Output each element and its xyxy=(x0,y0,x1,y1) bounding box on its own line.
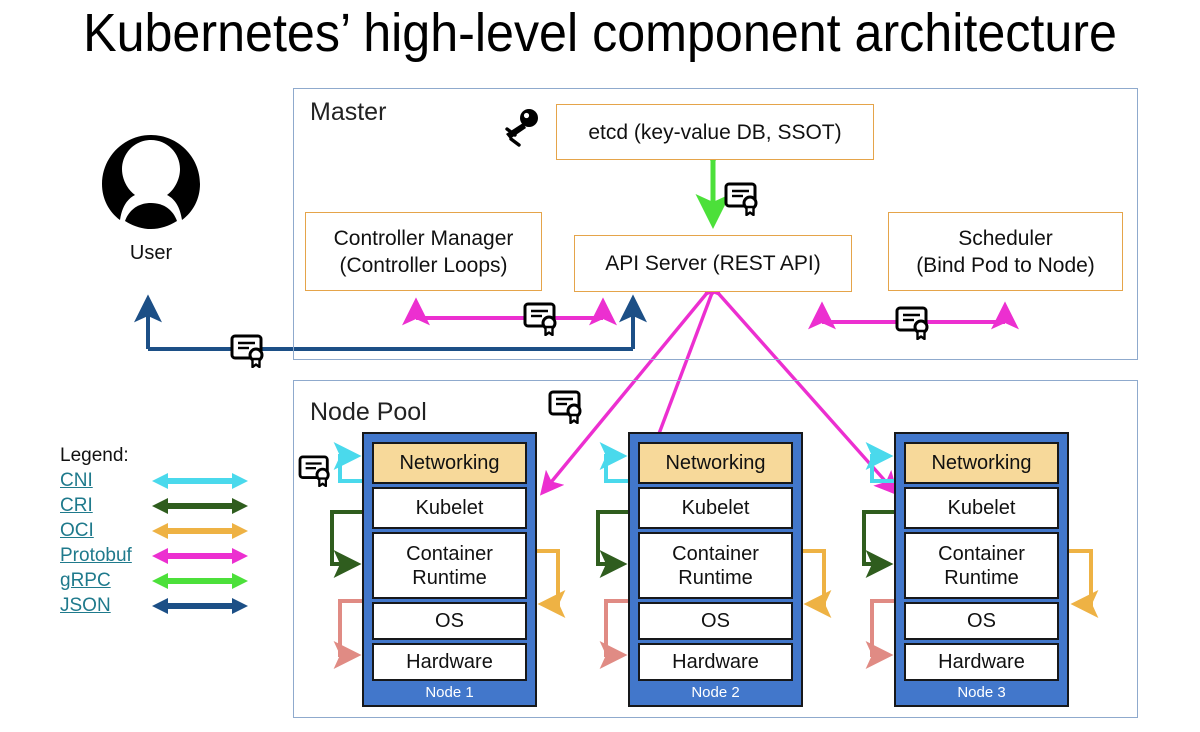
legend-label-protobuf[interactable]: Protobuf xyxy=(60,544,132,566)
api-server-label: API Server (REST API) xyxy=(605,252,821,275)
master-container xyxy=(293,88,1138,360)
legend-item-cni[interactable]: CNI xyxy=(60,468,260,493)
node-2-layer-networking[interactable]: Networking xyxy=(638,442,793,484)
legend-arrow-oci xyxy=(152,522,248,539)
certificate-icon-etcd-api xyxy=(724,182,762,221)
node-2-networking-label: Networking xyxy=(665,452,766,474)
node-3[interactable]: Networking Kubelet Container Runtime OS … xyxy=(894,432,1069,707)
legend-title: Legend: xyxy=(60,445,129,466)
certificate-icon-user-api xyxy=(230,334,268,373)
certificate-icon-node1-cni xyxy=(298,455,334,492)
node-3-networking-label: Networking xyxy=(931,452,1032,474)
node-1-networking-label: Networking xyxy=(399,452,500,474)
node-2-container-runtime-label: Container Runtime xyxy=(672,542,759,589)
node-3-os-label: OS xyxy=(967,610,996,632)
node-2-layer-kubelet[interactable]: Kubelet xyxy=(638,487,793,529)
legend-label-cni[interactable]: CNI xyxy=(60,469,93,491)
scheduler-box[interactable]: Scheduler (Bind Pod to Node) xyxy=(888,212,1123,291)
node-1-os-label: OS xyxy=(435,610,464,632)
user-figure: User xyxy=(92,133,210,265)
legend-arrow-json xyxy=(152,597,248,614)
user-avatar-icon xyxy=(102,135,200,229)
api-server-box[interactable]: API Server (REST API) xyxy=(574,235,852,292)
node-2-layer-os[interactable]: OS xyxy=(638,602,793,640)
node-1-container-runtime-label: Container Runtime xyxy=(406,542,493,589)
node-2-name: Node 2 xyxy=(691,684,740,701)
legend-label-cri[interactable]: CRI xyxy=(60,494,93,516)
etcd-box[interactable]: etcd (key-value DB, SSOT) xyxy=(556,104,874,160)
node-2-os-label: OS xyxy=(701,610,730,632)
legend-arrow-protobuf xyxy=(152,547,248,564)
legend-item-oci[interactable]: OCI xyxy=(60,518,260,543)
controller-manager-label: Controller Manager (Controller Loops) xyxy=(333,226,514,277)
node-1-layer-os[interactable]: OS xyxy=(372,602,527,640)
page-title: Kubernetes’ high-level component archite… xyxy=(83,3,1117,63)
legend-item-grpc[interactable]: gRPC xyxy=(60,568,260,593)
node-1-name: Node 1 xyxy=(425,684,474,701)
node-3-layer-hardware[interactable]: Hardware xyxy=(904,643,1059,681)
node-2-layer-hardware[interactable]: Hardware xyxy=(638,643,793,681)
node-pool-label: Node Pool xyxy=(310,398,427,426)
legend-item-protobuf[interactable]: Protobuf xyxy=(60,543,260,568)
node-3-kubelet-label: Kubelet xyxy=(947,497,1016,519)
scheduler-label: Scheduler (Bind Pod to Node) xyxy=(916,226,1095,277)
etcd-label: etcd (key-value DB, SSOT) xyxy=(588,120,842,144)
node-3-layer-networking[interactable]: Networking xyxy=(904,442,1059,484)
node-3-hardware-label: Hardware xyxy=(938,651,1025,673)
node-pool-container xyxy=(293,380,1138,718)
node-1-layer-hardware[interactable]: Hardware xyxy=(372,643,527,681)
node-1-layer-kubelet[interactable]: Kubelet xyxy=(372,487,527,529)
node-2-kubelet-label: Kubelet xyxy=(681,497,750,519)
node-3-container-runtime-label: Container Runtime xyxy=(938,542,1025,589)
certificate-icon-cm-api xyxy=(523,302,561,341)
legend-arrow-cri xyxy=(152,497,248,514)
node-3-layer-kubelet[interactable]: Kubelet xyxy=(904,487,1059,529)
legend-label-oci[interactable]: OCI xyxy=(60,519,94,541)
legend-label-grpc[interactable]: gRPC xyxy=(60,569,111,591)
node-2-layer-container-runtime[interactable]: Container Runtime xyxy=(638,532,793,599)
certificate-icon-nodepool xyxy=(548,390,586,429)
legend-label-json[interactable]: JSON xyxy=(60,594,111,616)
user-label: User xyxy=(129,242,173,264)
node-1-kubelet-label: Kubelet xyxy=(415,497,484,519)
legend-arrow-cni xyxy=(152,472,248,489)
certificate-icon-api-scheduler xyxy=(895,306,933,345)
node-1[interactable]: Networking Kubelet Container Runtime OS … xyxy=(362,432,537,707)
legend-item-json[interactable]: JSON xyxy=(60,593,260,618)
legend-item-cri[interactable]: CRI xyxy=(60,493,260,518)
master-label: Master xyxy=(310,98,387,126)
node-1-layer-container-runtime[interactable]: Container Runtime xyxy=(372,532,527,599)
key-icon xyxy=(499,105,543,154)
legend-arrow-grpc xyxy=(152,572,248,589)
legend: Legend: CNI CRI OCI Protobuf xyxy=(60,445,260,618)
node-3-layer-container-runtime[interactable]: Container Runtime xyxy=(904,532,1059,599)
controller-manager-box[interactable]: Controller Manager (Controller Loops) xyxy=(305,212,542,291)
node-2-hardware-label: Hardware xyxy=(672,651,759,673)
node-3-name: Node 3 xyxy=(957,684,1006,701)
node-3-layer-os[interactable]: OS xyxy=(904,602,1059,640)
node-2[interactable]: Networking Kubelet Container Runtime OS … xyxy=(628,432,803,707)
node-1-hardware-label: Hardware xyxy=(406,651,493,673)
node-1-layer-networking[interactable]: Networking xyxy=(372,442,527,484)
